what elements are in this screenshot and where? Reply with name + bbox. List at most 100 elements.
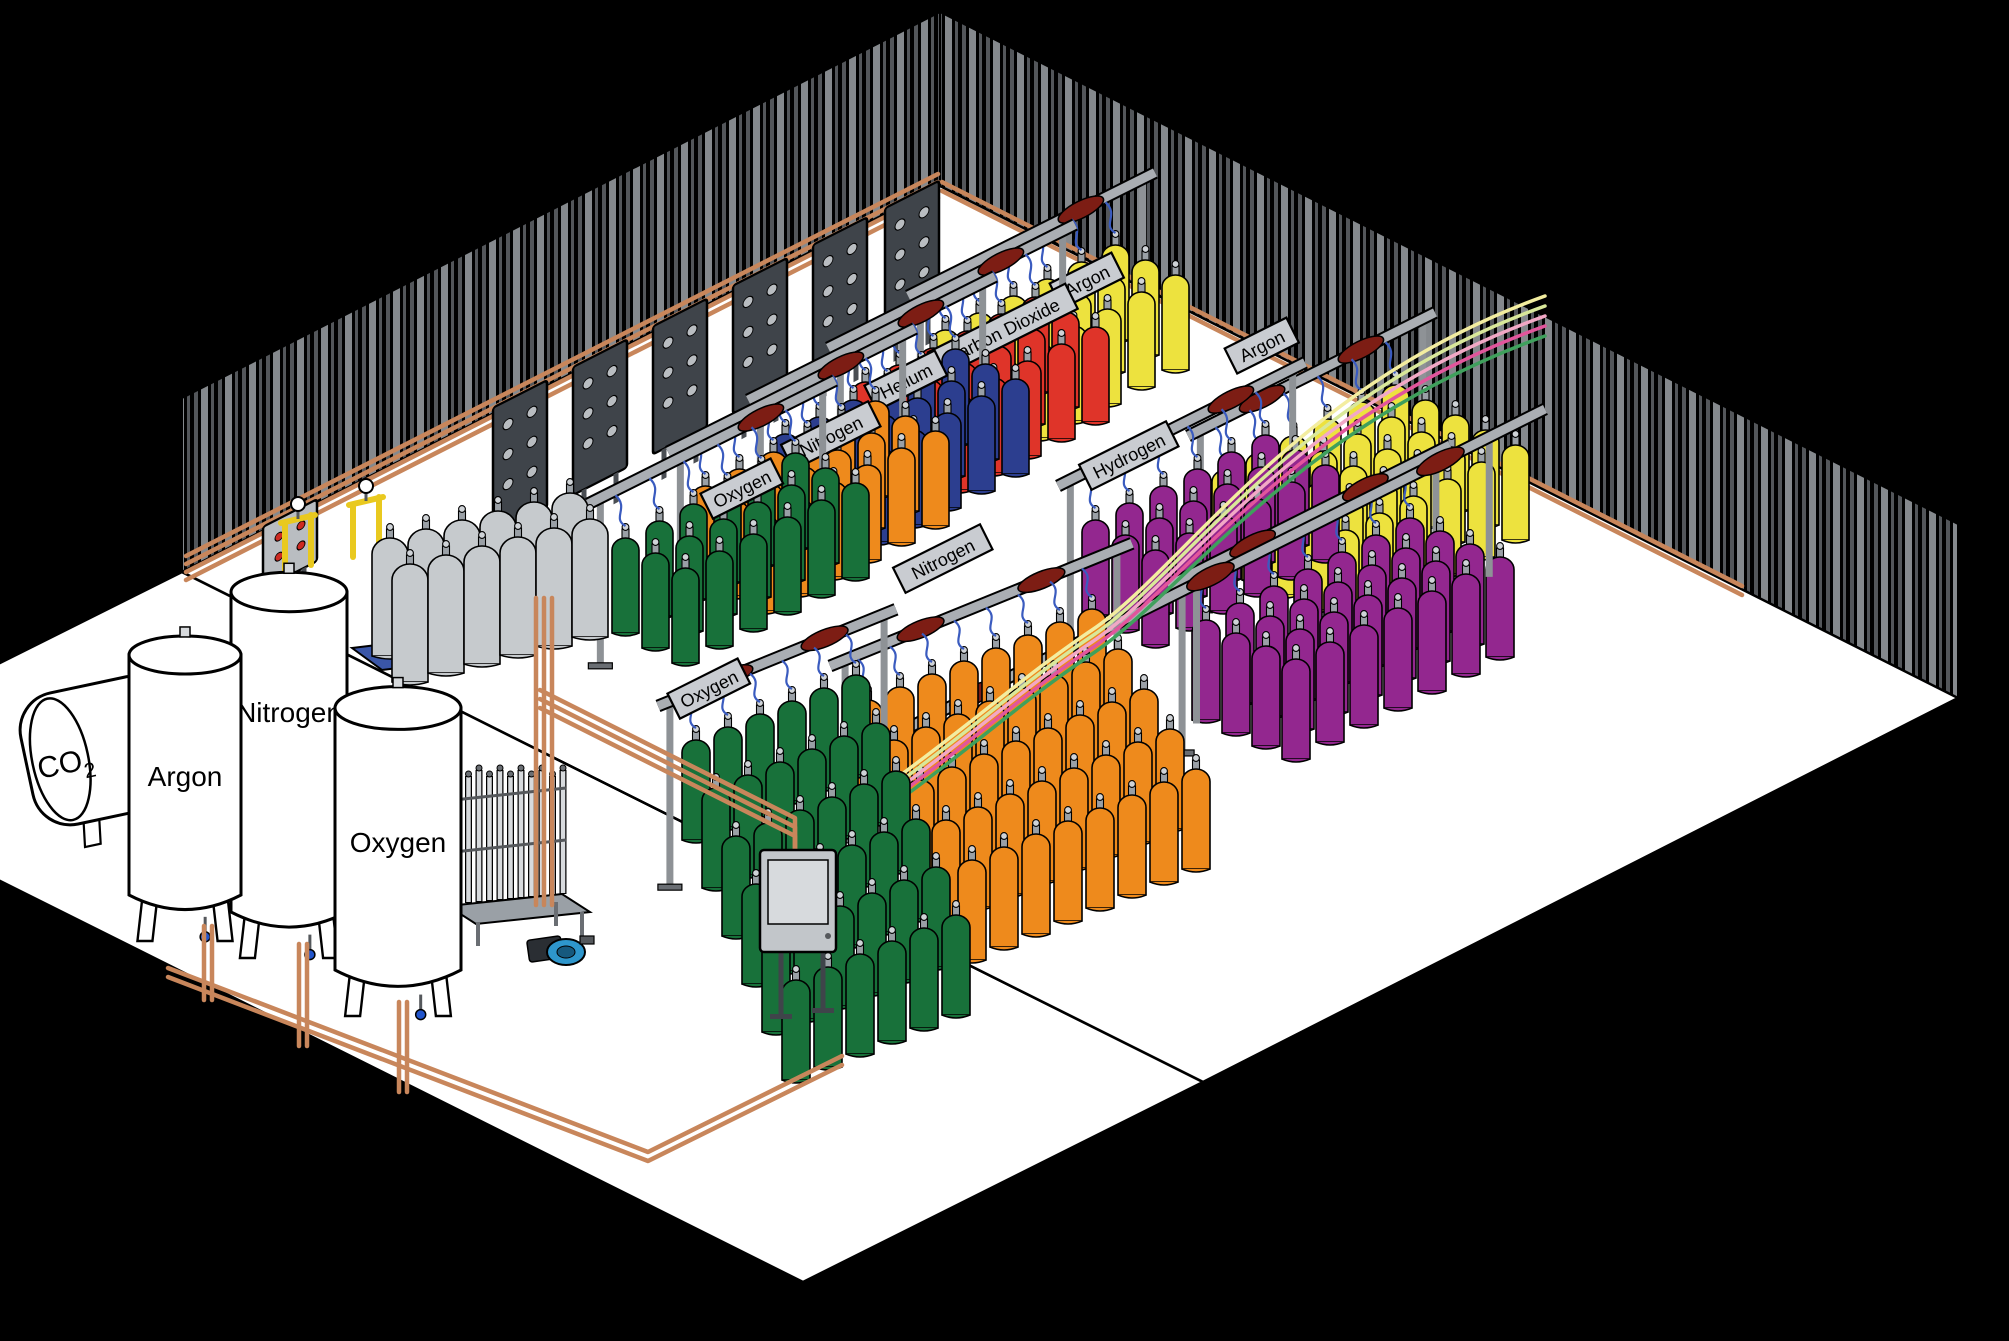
pigtail-hose <box>682 460 695 493</box>
cylinder-valve-icon <box>1296 614 1304 622</box>
panel-port-icon <box>918 266 930 279</box>
cylinder-valve-icon <box>1417 417 1426 425</box>
filling-station-oxygen: Oxygen <box>585 374 870 670</box>
pigtail-hose <box>1017 593 1029 624</box>
cylinder-valve-icon <box>900 865 908 873</box>
gas-cylinder-hydrogen <box>1451 559 1481 678</box>
cylinder-valve-icon <box>880 817 888 825</box>
cylinder-valve-icon <box>586 504 594 512</box>
cylinder-valve-icon <box>651 538 660 546</box>
cylinder-valve-icon <box>1096 793 1104 801</box>
cylinder-valve-icon <box>1326 627 1334 635</box>
cylinder-valve-icon <box>1064 806 1072 814</box>
manifold-pod-icon <box>1207 385 1255 414</box>
gas-cylinder-nitrogen <box>1053 806 1083 925</box>
cylinder-valve-icon <box>1171 260 1180 268</box>
cylinder-valve-icon <box>860 769 868 777</box>
cylinder-valve-icon <box>732 821 740 829</box>
rail-beam <box>1165 440 1453 591</box>
ground-pipe-runs <box>165 923 845 1164</box>
pressure-gauge-icon <box>358 478 374 494</box>
cylinder-valve-icon <box>868 878 876 886</box>
panel-port-icon <box>526 405 538 419</box>
pigtail-hose <box>749 672 761 703</box>
station-label-plate: Argon <box>1223 316 1301 375</box>
panel-port-icon <box>526 465 538 479</box>
pigtail-hose <box>716 443 729 476</box>
manifold-pod-icon <box>1337 335 1385 364</box>
rail-post-foot <box>587 662 613 670</box>
gas-cylinder-argon <box>1501 430 1530 544</box>
gas-cylinder-carbon-dioxide <box>1047 329 1076 443</box>
cylinder-valve-icon <box>890 725 898 733</box>
cylinder-valve-icon <box>1151 535 1160 543</box>
cylinder-valve-icon <box>1496 542 1504 550</box>
cylinder-valve-icon <box>1137 277 1146 285</box>
storage-cylinder <box>391 549 429 686</box>
bulk-tank-label: Oxygen <box>350 827 447 858</box>
pigtail-hose <box>1081 567 1093 598</box>
cylinder-valve-icon <box>1300 584 1308 592</box>
distribution-panel <box>758 848 838 1019</box>
storage-cylinder <box>427 540 465 677</box>
panel-port-icon <box>822 285 834 298</box>
manifold-pod-icon <box>896 616 945 643</box>
pigtail-hose <box>985 606 997 637</box>
gas-cylinder-carbon-dioxide <box>1081 312 1110 426</box>
cylinder-valve-icon <box>749 519 758 527</box>
copper-header-left-wall <box>183 171 941 559</box>
panel-port-icon <box>742 355 754 369</box>
gas-cylinder-nitrogen <box>1021 819 1051 938</box>
pigtail-hose <box>830 374 843 407</box>
cylinder-valve-icon <box>912 804 920 812</box>
cylinder-valve-icon <box>1155 503 1164 511</box>
pigtail-hose <box>1220 408 1233 441</box>
panel-port-icon <box>894 248 906 261</box>
cylinder-valve-icon <box>752 869 760 877</box>
cylinder-valve-icon <box>872 708 880 716</box>
gas-cylinder-hydrogen <box>1315 627 1345 746</box>
panel-port-icon <box>502 477 514 491</box>
cylinder-valve-icon <box>685 521 694 529</box>
pigtail-hose <box>1254 391 1267 424</box>
panel-port-icon <box>894 218 906 231</box>
cylinder-valve-icon <box>1023 346 1032 354</box>
panel-port-icon <box>822 255 834 268</box>
pigtail-hose <box>921 632 933 663</box>
panel-port-icon <box>582 407 594 420</box>
cylinder-valve-icon <box>776 747 784 755</box>
pigtail-hose <box>889 645 901 676</box>
cylinder-valve-icon <box>787 470 796 478</box>
panel-port-icon <box>742 325 754 339</box>
panel-port-icon <box>662 336 674 349</box>
cylinder-valve-icon <box>1432 546 1440 554</box>
cylinder-valve-icon <box>1398 563 1406 571</box>
panel-port-icon <box>686 354 698 367</box>
pigtail-hose <box>614 494 627 527</box>
cylinder-valve-icon <box>514 522 522 530</box>
cylinder-valve-icon <box>442 540 450 548</box>
cylinder-valve-icon <box>1160 767 1168 775</box>
storage-cylinder <box>463 531 501 668</box>
cylinder-valve-icon <box>1006 779 1014 787</box>
pigtail-hose <box>1024 253 1037 286</box>
cylinder-valve-icon <box>892 756 900 764</box>
collector-pipe <box>165 974 845 1164</box>
cylinder-valve-icon <box>1076 700 1084 708</box>
gas-cylinder-hydrogen <box>1417 576 1447 695</box>
cylinder-valve-icon <box>1141 245 1150 253</box>
pigtail-hose <box>990 270 1003 303</box>
cylinder-valve-icon <box>1189 486 1198 494</box>
gas-cylinder-hydrogen <box>1349 610 1379 729</box>
pressure-gauge-icon <box>290 496 306 512</box>
cylinder-valve-icon <box>1091 312 1100 320</box>
cylinder-valve-icon <box>897 433 906 441</box>
gas-cylinder-nitrogen <box>921 416 950 530</box>
cylinder-valve-icon <box>1292 644 1300 652</box>
cylinder-valve-icon <box>1383 434 1392 442</box>
manifold-pod-icon <box>897 299 945 328</box>
rail-beam <box>745 272 998 405</box>
pigtail-hose <box>845 633 857 664</box>
